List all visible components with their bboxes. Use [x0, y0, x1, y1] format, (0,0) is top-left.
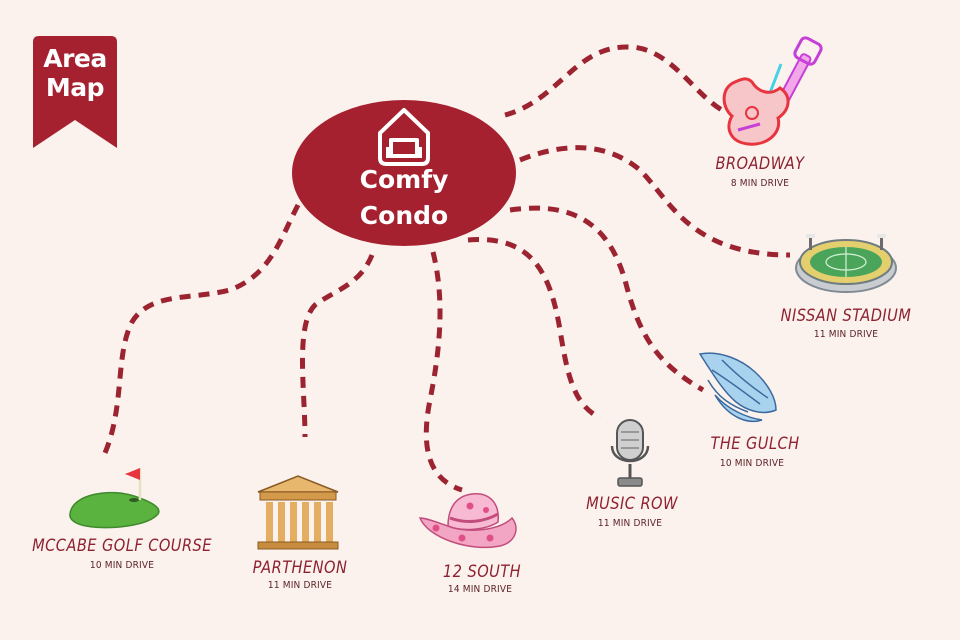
parthenon-icon — [257, 475, 339, 550]
drive-the-gulch: 10 MIN DRIVE — [719, 458, 785, 469]
hub-title-line1: Comfy — [359, 165, 449, 194]
banner-title-line1: Area — [43, 44, 107, 73]
golf-green-icon — [69, 468, 160, 529]
area-map-banner: Area Map — [33, 36, 117, 148]
label-broadway: BROADWAY — [715, 154, 805, 174]
hub-title: Comfy Condo — [292, 162, 516, 234]
route-12-south — [423, 251, 463, 493]
cowboy-hat-icon — [418, 493, 517, 549]
drive-parthenon: 11 MIN DRIVE — [267, 580, 333, 591]
drive-mccabe-golf-course: 10 MIN DRIVE — [89, 560, 155, 571]
route-music-row — [467, 237, 602, 421]
label-music-row: MUSIC ROW — [586, 494, 678, 514]
route-parthenon — [300, 254, 375, 438]
route-the-gulch — [509, 205, 705, 393]
drive-12-south: 14 MIN DRIVE — [447, 584, 513, 595]
route-mccabe — [102, 203, 301, 454]
drive-broadway: 8 MIN DRIVE — [730, 178, 790, 189]
route-broadway — [504, 44, 724, 118]
drive-music-row: 11 MIN DRIVE — [597, 518, 663, 529]
label-12-south: 12 SOUTH — [442, 562, 522, 582]
banner-title-line2: Map — [45, 73, 105, 102]
label-parthenon: PARTHENON — [252, 558, 348, 578]
comfy-condo-hub — [292, 100, 516, 246]
neon-guitar-icon — [722, 36, 823, 146]
label-the-gulch: THE GULCH — [710, 434, 800, 454]
microphone-icon — [610, 419, 650, 487]
label-nissan-stadium: NISSAN STADIUM — [780, 306, 912, 326]
angel-wings-icon — [698, 352, 777, 423]
house-with-armchair-icon — [378, 108, 430, 166]
drive-nissan-stadium: 11 MIN DRIVE — [813, 329, 879, 340]
hub-title-line2: Condo — [359, 201, 449, 230]
stadium-icon — [795, 234, 897, 293]
label-mccabe-golf-course: MCCABE GOLF COURSE — [32, 536, 212, 556]
